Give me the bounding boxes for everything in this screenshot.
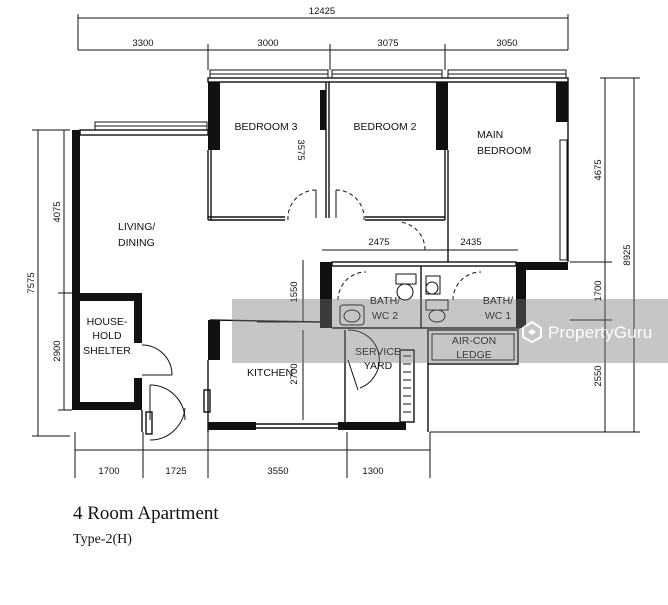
dim-top-2: 3000 [257, 38, 278, 49]
room-labels: BEDROOM 3 BEDROOM 2 MAIN BEDROOM LIVING/… [83, 121, 531, 379]
dim-bottom-1: 1700 [98, 466, 119, 477]
label-aircon-2: LEDGE [456, 349, 492, 361]
label-bedroom-2: BEDROOM 2 [353, 121, 416, 133]
dim-bottom-2: 1725 [165, 466, 186, 477]
label-living-1: LIVING/ [118, 221, 155, 233]
label-living-2: DINING [118, 237, 155, 249]
dim-bottom-3: 3550 [267, 466, 288, 477]
label-bath-2-1: BATH/ [370, 295, 400, 307]
fixtures [257, 273, 449, 326]
dim-top-3: 3075 [377, 38, 398, 49]
dim-bottom-4: 1300 [362, 466, 383, 477]
dim-top-4: 3050 [496, 38, 517, 49]
dim-kitchen-depth: 2700 [289, 363, 300, 384]
dim-right-inner-3: 2550 [593, 365, 604, 386]
label-shelter-3: SHELTER [83, 345, 131, 357]
dimension-labels: 12425 3300 3000 3075 3050 1700 1725 3550… [26, 6, 633, 477]
label-kitchen: KITCHEN [247, 367, 293, 379]
dimension-lines [32, 14, 640, 478]
dim-right-outer: 8925 [622, 244, 633, 265]
windows [94, 69, 568, 261]
label-main-bedroom-2: BEDROOM [477, 145, 531, 157]
dim-left-inner-1: 4075 [52, 201, 63, 222]
label-service-yard-1: SERVICE [355, 346, 401, 358]
label-bath-1-2: WC 1 [485, 310, 511, 322]
label-aircon-1: AIR-CON [452, 335, 496, 347]
label-shelter-1: HOUSE- [87, 316, 128, 328]
label-main-bedroom-1: MAIN [477, 129, 503, 141]
walls [72, 77, 569, 435]
dim-left-inner-2: 2900 [52, 340, 63, 361]
dim-left-outer: 7575 [26, 272, 37, 293]
propertyguru-logo-icon [522, 320, 542, 344]
label-shelter-2: HOLD [92, 330, 122, 342]
dim-right-inner-1: 4675 [593, 159, 604, 180]
label-bath-2-2: WC 2 [372, 310, 398, 322]
dim-bath-depth: 1550 [289, 281, 300, 302]
watermark-text: PropertyGuru [548, 323, 653, 342]
label-bath-1-1: BATH/ [483, 295, 513, 307]
dim-top-1: 3300 [132, 38, 153, 49]
plan-title: 4 Room Apartment [73, 503, 219, 524]
dim-total-width: 12425 [309, 6, 335, 17]
doors [141, 189, 482, 441]
plan-subtitle: Type-2(H) [73, 532, 132, 547]
watermark-band [232, 299, 668, 363]
label-service-yard-2: YARD [364, 360, 393, 372]
dim-bath-left: 2475 [368, 237, 389, 248]
label-bedroom-3: BEDROOM 3 [234, 121, 297, 133]
dim-bath-right: 2435 [460, 237, 481, 248]
dim-bedroom-depth: 3575 [295, 139, 306, 160]
dim-right-inner-2: 1700 [593, 280, 604, 301]
